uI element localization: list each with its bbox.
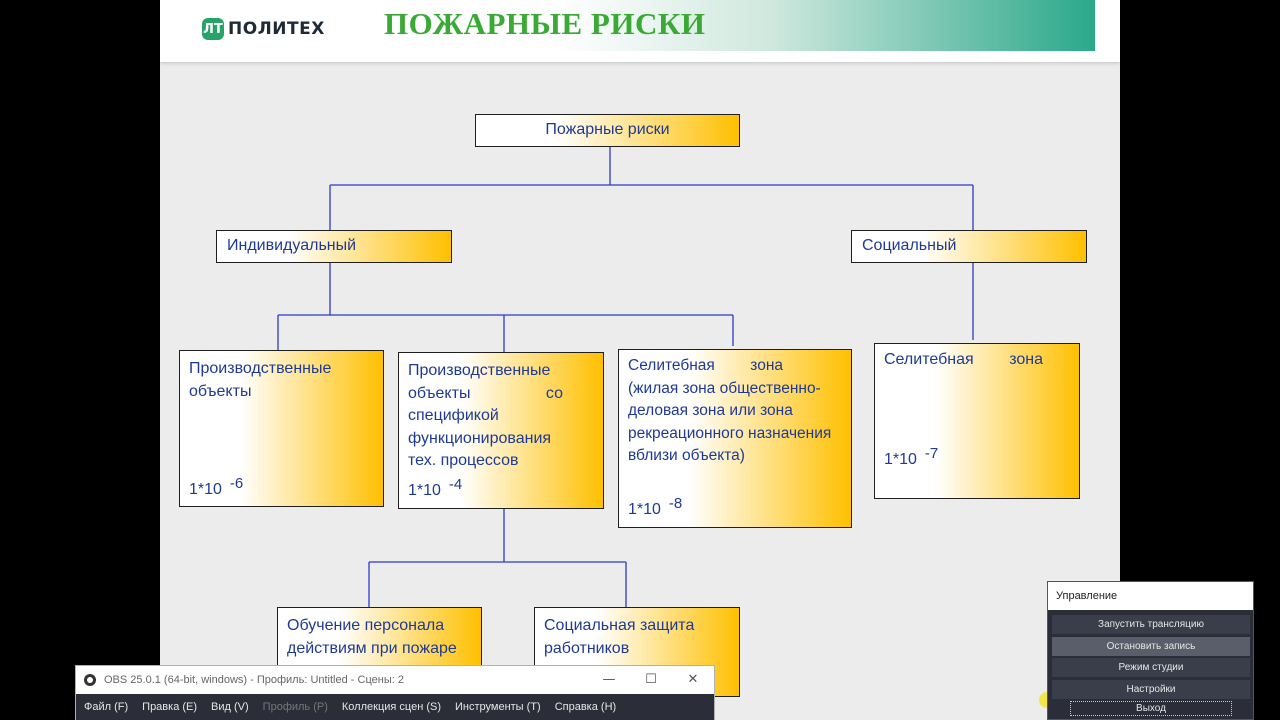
node-fire-risks-label: Пожарные риски bbox=[545, 121, 670, 139]
controls-header: Управление bbox=[1048, 582, 1253, 610]
menu-scene-collection[interactable]: Коллекция сцен (S) bbox=[341, 701, 441, 713]
menu-view[interactable]: Вид (V) bbox=[211, 701, 249, 713]
close-button[interactable]: ✕ bbox=[687, 672, 699, 687]
logo-text: ПОЛИТЕХ bbox=[228, 19, 325, 39]
risk-rate-exponent: -8 bbox=[668, 495, 683, 512]
menu-file[interactable]: Файл (F) bbox=[84, 701, 129, 713]
obs-menubar: Файл (F) Правка (E) Вид (V) Профиль (P) … bbox=[76, 694, 714, 720]
settings-button[interactable]: Настройки bbox=[1052, 680, 1250, 699]
exit-button[interactable]: Выход bbox=[1070, 701, 1232, 716]
menu-profile[interactable]: Профиль (P) bbox=[262, 701, 328, 713]
prod-spec-line4: функционирования bbox=[408, 429, 552, 447]
slide-header: ЛТ ПОЛИТЕХ ПОЖАРНЫЕ РИСКИ bbox=[160, 0, 1120, 62]
node-residential-zone-social: Селитебная зона 1*10-7 bbox=[874, 343, 1080, 499]
prod-spec-line5: тех. процессов bbox=[408, 452, 519, 469]
selit-line1: Селитебная зона bbox=[628, 357, 783, 374]
logo-mark: ЛТ bbox=[202, 18, 224, 40]
risk-rate: 1*10-6 bbox=[189, 475, 244, 498]
maximize-button[interactable]: ☐ bbox=[645, 672, 657, 687]
node-production-objects-text: Производственные объекты bbox=[189, 360, 332, 400]
node-staff-training-text: Обучение персонала действиям при пожаре bbox=[287, 617, 457, 657]
risk-rate-exponent: -7 bbox=[924, 445, 939, 462]
menu-help[interactable]: Справка (H) bbox=[554, 701, 617, 713]
node-production-special: Производственные объекты со спецификой ф… bbox=[398, 352, 604, 509]
risk-rate-exponent: -6 bbox=[229, 475, 244, 492]
prod-spec-line2: объекты со bbox=[408, 384, 563, 402]
node-fire-risks: Пожарные риски bbox=[475, 114, 740, 147]
node-social-protection-text: Социальная защита работников bbox=[544, 617, 695, 657]
logo: ЛТ ПОЛИТЕХ bbox=[202, 18, 325, 40]
selit-description: (жилая зона общественно-деловая зона или… bbox=[628, 379, 832, 465]
header-gradient-band bbox=[375, 0, 1095, 51]
node-social: Социальный bbox=[851, 230, 1087, 263]
start-streaming-button[interactable]: Запустить трансляцию bbox=[1052, 615, 1250, 634]
obs-controls-dock: Управление Запустить трансляцию Останови… bbox=[1047, 581, 1254, 720]
risk-rate: 1*10-8 bbox=[628, 495, 683, 518]
node-social-label: Социальный bbox=[862, 237, 957, 255]
prod-spec-line3: спецификой bbox=[408, 407, 499, 424]
risk-rate: 1*10-4 bbox=[408, 476, 463, 499]
risk-rate-exponent: -4 bbox=[448, 476, 463, 493]
node-production-objects: Производственные объекты 1*10-6 bbox=[179, 350, 384, 507]
selit-social-line1: Селитебная зона bbox=[884, 351, 1043, 368]
obs-titlebar[interactable]: OBS 25.0.1 (64-bit, windows) - Профиль: … bbox=[76, 666, 714, 694]
studio-mode-button[interactable]: Режим студии bbox=[1052, 658, 1250, 677]
menu-edit[interactable]: Правка (E) bbox=[142, 701, 198, 713]
node-individual: Индивидуальный bbox=[216, 230, 452, 263]
minimize-button[interactable]: — bbox=[602, 672, 616, 687]
menu-tools[interactable]: Инструменты (T) bbox=[455, 701, 541, 713]
obs-main-window[interactable]: OBS 25.0.1 (64-bit, windows) - Профиль: … bbox=[75, 665, 715, 720]
obs-window-title: OBS 25.0.1 (64-bit, windows) - Профиль: … bbox=[104, 674, 404, 686]
stop-recording-button[interactable]: Остановить запись bbox=[1052, 637, 1250, 656]
obs-logo-icon bbox=[84, 674, 96, 686]
node-individual-label: Индивидуальный bbox=[227, 237, 357, 255]
risk-rate: 1*10-7 bbox=[884, 445, 939, 468]
prod-spec-line1: Производственные bbox=[408, 362, 551, 379]
node-residential-zone: Селитебная зона (жилая зона общественно-… bbox=[618, 349, 852, 528]
slide-title: ПОЖАРНЫЕ РИСКИ bbox=[384, 6, 706, 41]
